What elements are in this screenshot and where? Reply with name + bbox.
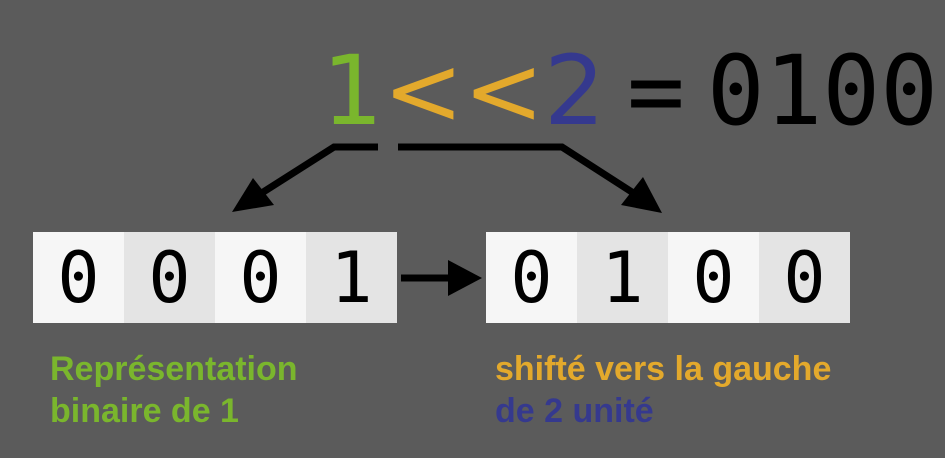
shift-caption: shifté vers la gauche de 2 unité	[495, 348, 831, 432]
caption-line: binaire de 1	[50, 392, 239, 430]
bit-cell: 0	[33, 232, 124, 323]
equals-sign: =	[627, 35, 685, 147]
binary-caption: Représentation binaire de 1	[50, 348, 298, 432]
bit-cell: 0	[486, 232, 577, 323]
caption-line: Représentation	[50, 350, 298, 388]
bit-cell: 1	[577, 232, 668, 323]
result-value: 0100	[706, 35, 939, 147]
bit-cell: 0	[124, 232, 215, 323]
bit-cell: 0	[668, 232, 759, 323]
arrow-to-shift-result	[398, 143, 662, 213]
shift-operator: <<	[383, 35, 544, 147]
transition-arrow	[401, 260, 482, 296]
binary-before: 0 0 0 1	[33, 232, 397, 323]
expression: 1<<2=0100	[322, 36, 938, 146]
bit-cell: 0	[759, 232, 850, 323]
bit-cell: 0	[215, 232, 306, 323]
caption-line: shifté vers la gauche	[495, 350, 832, 388]
shift-amount: 2	[543, 35, 606, 147]
binary-after: 0 1 0 0	[486, 232, 850, 323]
caption-line: de 2 unité	[495, 392, 654, 430]
operand-one: 1	[322, 35, 384, 147]
arrow-to-binary-representation	[232, 143, 378, 212]
bit-cell: 1	[306, 232, 397, 323]
